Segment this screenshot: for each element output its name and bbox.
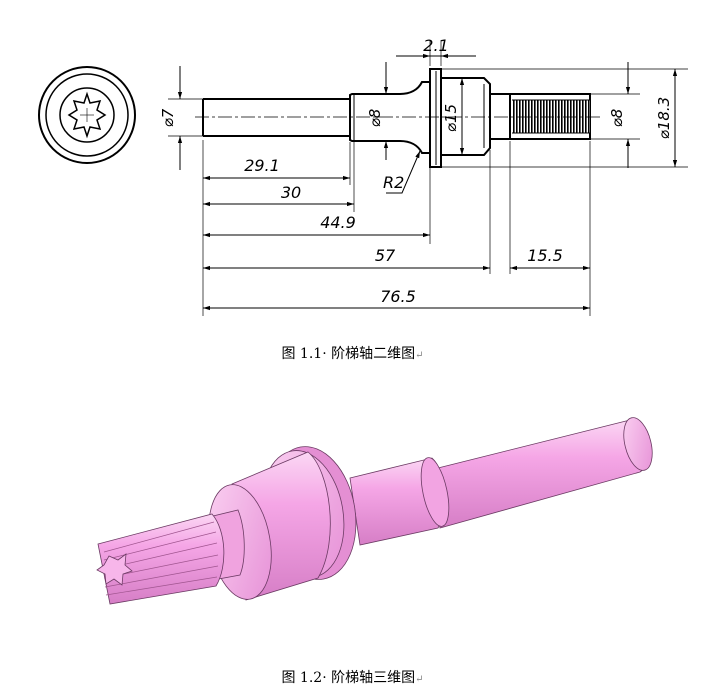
dim-len-29-1: 29.1	[244, 156, 280, 175]
dim-len-30: 30	[281, 183, 301, 202]
dim-len-15-5: 15.5	[527, 246, 563, 265]
caption-figure-1-2-text: 图 1.2· 阶梯轴三维图	[281, 670, 416, 686]
return-mark: ↵	[415, 674, 424, 685]
end-view	[38, 66, 136, 164]
dim-len-44-9: 44.9	[320, 213, 356, 232]
dim-d-spline: ⌀8	[608, 109, 626, 128]
dim-d-flange: ⌀15	[442, 104, 460, 132]
dim-d-groove: ⌀8	[366, 109, 384, 128]
caption-figure-1-2: 图 1.2· 阶梯轴三维图↵	[0, 667, 705, 687]
dim-d-outer: ⌀18.3	[655, 97, 673, 139]
dimension-lines	[177, 53, 678, 311]
caption-figure-1-1: 图 1.1· 阶梯轴二维图↵	[0, 343, 705, 363]
return-mark: ↵	[415, 350, 424, 361]
dim-len-57: 57	[375, 246, 396, 265]
caption-figure-1-1-text: 图 1.1· 阶梯轴二维图	[281, 346, 416, 362]
spline-profile	[67, 91, 107, 139]
shaft-profile	[202, 68, 591, 168]
dim-w-flange: 2.1	[423, 36, 448, 55]
dim-d-left-shaft: ⌀7	[159, 108, 177, 127]
dimension-labels: ⌀7 ⌀8 ⌀15 ⌀8 ⌀18.3 2.1 R2 29.1 30 44.9 5…	[159, 36, 673, 306]
dim-radius: R2	[383, 173, 404, 192]
spline-3d	[97, 513, 225, 605]
dim-len-76-5: 76.5	[380, 287, 416, 306]
shaft-3d-model	[96, 417, 653, 605]
